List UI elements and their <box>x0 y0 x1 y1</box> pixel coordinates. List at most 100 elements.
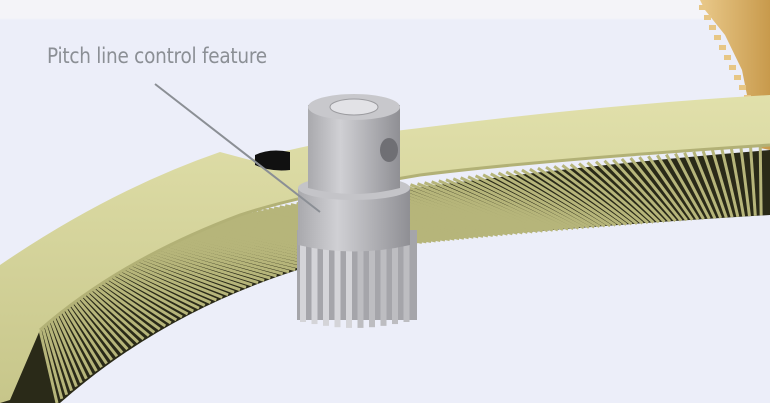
ring-tooth <box>452 177 564 231</box>
ring-tooth <box>52 317 83 384</box>
ring-tooth <box>164 246 271 280</box>
pinion-tooth <box>346 232 352 328</box>
ring-tooth <box>118 271 194 313</box>
large-gear-tooth <box>724 55 731 60</box>
pinion-tooth <box>300 232 306 322</box>
ring-gear-face <box>0 95 770 403</box>
ring-tooth <box>64 308 103 369</box>
ring-tooth <box>561 164 638 225</box>
ring-tooth <box>49 320 78 388</box>
ring-tooth <box>88 290 145 341</box>
large-gear-tooth <box>729 65 736 70</box>
ring-tooth <box>749 146 757 216</box>
ring-tooth <box>474 174 580 230</box>
ring-tooth <box>729 148 746 217</box>
ring-tooth <box>409 183 534 234</box>
large-gear-tooth <box>719 45 726 50</box>
ring-slot <box>255 150 290 171</box>
ring-tooth <box>490 172 590 229</box>
ring-tooth <box>445 178 559 232</box>
ring-tooth <box>521 168 611 228</box>
ring-tooth <box>153 251 253 287</box>
ring-tooth <box>620 157 677 222</box>
ring-tooth <box>55 315 88 380</box>
ring-tooth <box>674 152 711 220</box>
ring-tooth <box>647 155 694 221</box>
ring-tooth <box>131 263 217 302</box>
ring-tooth <box>186 235 309 268</box>
pinion-shaft <box>308 105 400 194</box>
ring-tooth <box>692 151 723 219</box>
ring-tooth <box>423 181 544 233</box>
pinion-tooth <box>334 232 341 328</box>
pinion-tooth <box>357 232 364 328</box>
ring-tooth <box>594 160 660 224</box>
ring-tooth <box>403 184 529 234</box>
large-gear-tooth <box>714 35 721 40</box>
ring-tooth <box>482 173 585 230</box>
pinion-tooth <box>369 232 375 328</box>
ring-tooth <box>629 157 683 222</box>
ring-tooth <box>160 248 265 282</box>
ring-tooth <box>135 261 223 299</box>
ring-tooth <box>638 156 688 222</box>
ring-tooth <box>146 255 241 292</box>
ring-tooth <box>711 149 734 218</box>
ring-tooth <box>497 171 596 229</box>
ring-tooth <box>142 257 235 294</box>
ring-tooth <box>167 244 277 278</box>
ring-tooth <box>758 145 763 216</box>
annotation-leader-line <box>154 83 321 213</box>
ring-tooth <box>578 162 649 225</box>
ring-tooth <box>114 273 189 316</box>
ring-tooth <box>92 288 150 337</box>
ring-tooth <box>683 152 717 219</box>
ring-tooth <box>182 237 302 270</box>
ring-tooth <box>111 275 183 319</box>
pinion-tooth <box>323 232 329 326</box>
large-gear-tooth <box>734 75 741 80</box>
ring-tooth <box>720 148 740 218</box>
ring-tooth <box>82 294 134 347</box>
ring-tooth <box>460 176 569 231</box>
ring-tooth <box>190 233 315 266</box>
pinion-tooth <box>403 232 410 322</box>
ring-tooth <box>156 250 259 285</box>
ring-tooth <box>656 154 700 221</box>
ring-tooth <box>38 329 59 403</box>
ring-tooth <box>101 281 167 328</box>
ring-tooth <box>701 150 728 219</box>
ring-tooth <box>665 153 705 220</box>
ring-tooth <box>739 147 751 217</box>
large-gear-tooth <box>739 85 746 90</box>
ring-tooth <box>416 182 539 234</box>
ring-tooth <box>44 324 69 396</box>
ring-tooth <box>396 185 523 235</box>
ring-tooth <box>95 285 156 334</box>
ring-tooth <box>58 312 93 376</box>
large-gear-tooth <box>709 25 716 30</box>
ring-tooth <box>138 259 229 297</box>
ring-tooth <box>438 179 554 232</box>
ring-tooth <box>76 299 124 354</box>
ring-tooth <box>586 161 655 224</box>
ring-tooth <box>505 170 601 228</box>
pinion-tooth <box>311 232 318 325</box>
ring-tooth <box>553 165 633 226</box>
ring-tooth <box>41 327 64 400</box>
ring-tooth <box>537 166 622 227</box>
pinion-tooth <box>392 232 398 325</box>
ring-tooth <box>125 267 206 307</box>
ring-tooth <box>98 283 161 331</box>
ring-tooth <box>67 305 108 365</box>
ring-tooth <box>70 303 113 361</box>
shaft-cross-hole <box>380 138 398 162</box>
ring-tooth <box>178 239 296 272</box>
ring-tooth <box>569 163 644 225</box>
ring-tooth <box>545 165 628 226</box>
ring-tooth <box>467 175 575 231</box>
pinion-collar <box>298 188 410 252</box>
ring-tooth <box>149 253 247 289</box>
